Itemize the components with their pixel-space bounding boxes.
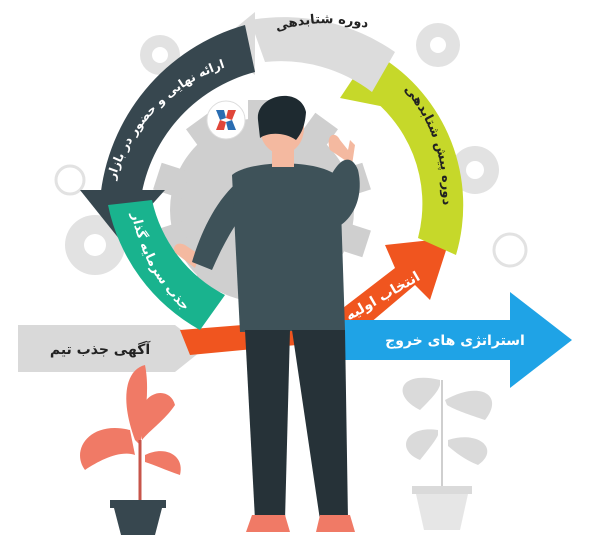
man-illustration [174, 95, 360, 532]
gear-icon [492, 232, 528, 268]
background-gears [54, 23, 528, 275]
logo-icon [206, 100, 246, 140]
gear-tooth [297, 112, 338, 154]
gear-icon [451, 146, 499, 194]
gear-icon [416, 23, 460, 67]
gear-icon [54, 164, 86, 196]
stage-exit-strategies: استراتژی های خروج [340, 292, 572, 388]
gear-tooth [153, 162, 191, 199]
stage-label: آگهی جذب تیم [50, 340, 151, 358]
gear-tooth [186, 112, 227, 154]
gear-icon [65, 215, 125, 275]
plant-illustration-right [402, 377, 493, 530]
gear-tooth [333, 221, 371, 258]
plant-illustration-left [80, 365, 181, 535]
stage-label: انتخاب اولیه [343, 269, 423, 324]
stage-label: استراتژی های خروج [385, 333, 525, 349]
stage-team-ad: آگهی جذب تیم [18, 325, 205, 372]
